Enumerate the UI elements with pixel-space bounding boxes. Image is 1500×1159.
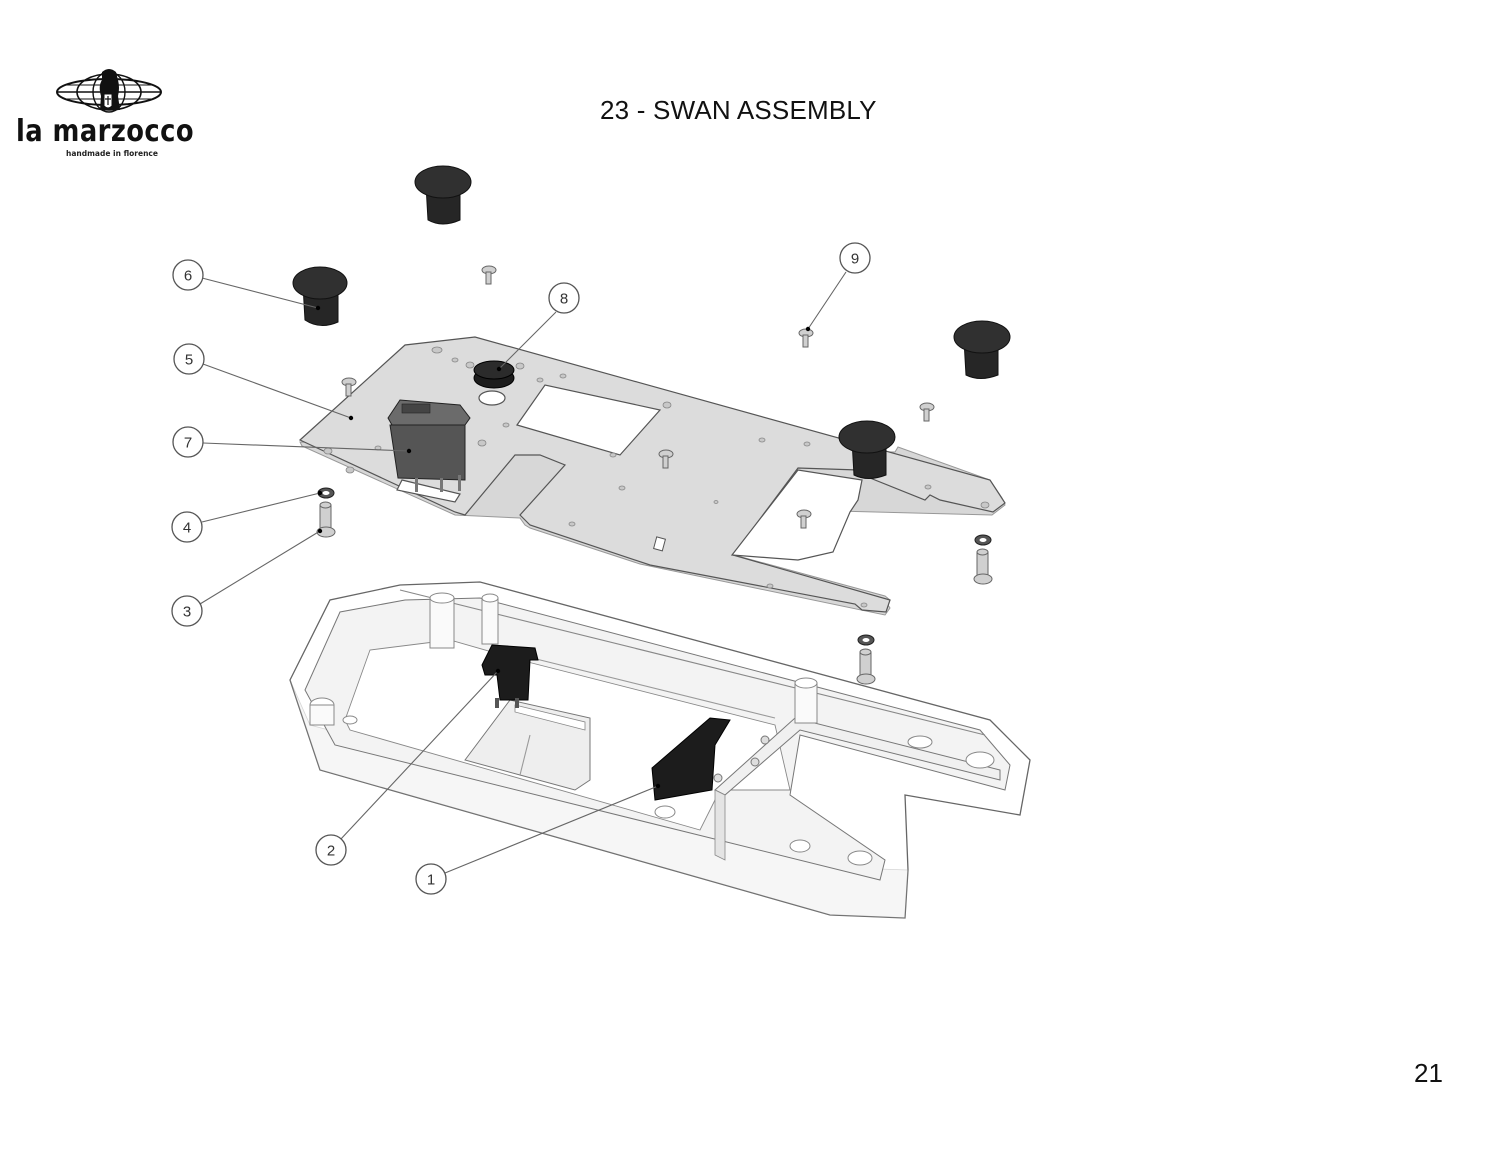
svg-text:2: 2 (327, 843, 335, 860)
svg-text:5: 5 (185, 352, 193, 369)
page-number: 21 (1414, 1058, 1443, 1088)
svg-text:9: 9 (851, 251, 859, 268)
svg-text:7: 7 (184, 435, 192, 452)
svg-text:6: 6 (184, 268, 192, 285)
svg-text:1: 1 (427, 872, 435, 889)
leader-1 (444, 785, 659, 874)
leader-7 (202, 442, 410, 452)
screw-right (919, 402, 935, 422)
brand-logo: la marzocco handmade in florence (10, 62, 210, 162)
svg-text:4: 4 (183, 520, 191, 537)
leader-8 (498, 311, 557, 370)
part-6-foot (292, 266, 348, 326)
callout-7: 7 (172, 426, 204, 458)
part-2-switch-housing (481, 644, 539, 708)
svg-text:3: 3 (183, 604, 191, 621)
callout-8: 8 (548, 282, 580, 314)
callout-6: 6 (172, 259, 204, 291)
foot-on-plate (838, 420, 896, 479)
foot-top-right (953, 320, 1011, 379)
leader-3 (199, 530, 321, 605)
part-5-mounting-plate (298, 336, 1006, 616)
callout-5: 5 (173, 343, 205, 375)
screw-top (481, 265, 497, 285)
page-title: 23 - SWAN ASSEMBLY (600, 95, 877, 125)
callout-1: 1 (415, 863, 447, 895)
leader-2 (339, 670, 499, 841)
bolt-lower (856, 648, 876, 685)
foot-top-left (414, 165, 472, 225)
leader-6 (201, 277, 319, 309)
leader-5 (202, 363, 352, 419)
washer-right (974, 534, 992, 546)
part-1-connector-block (651, 717, 731, 801)
bolt-right (973, 548, 993, 585)
part-8-grommet (473, 360, 515, 389)
callout-3: 3 (171, 595, 203, 627)
callout-4: 4 (171, 511, 203, 543)
part-9-screw (798, 328, 814, 348)
screw-plate-mid (658, 449, 674, 469)
washer-lower (857, 634, 875, 646)
base-housing (289, 581, 1031, 919)
globe-lion-emblem-icon (56, 69, 162, 113)
screw-plate-left (341, 377, 357, 397)
svg-text:8: 8 (560, 291, 568, 308)
brand-tagline: handmade in florence (66, 149, 158, 158)
brand-name: la marzocco (16, 114, 195, 149)
callout-2: 2 (315, 834, 347, 866)
leader-9 (807, 271, 847, 330)
part-7-rocker-switch (387, 399, 471, 492)
callout-9: 9 (839, 242, 871, 274)
screw-lower (796, 509, 812, 529)
leader-4 (201, 492, 321, 523)
